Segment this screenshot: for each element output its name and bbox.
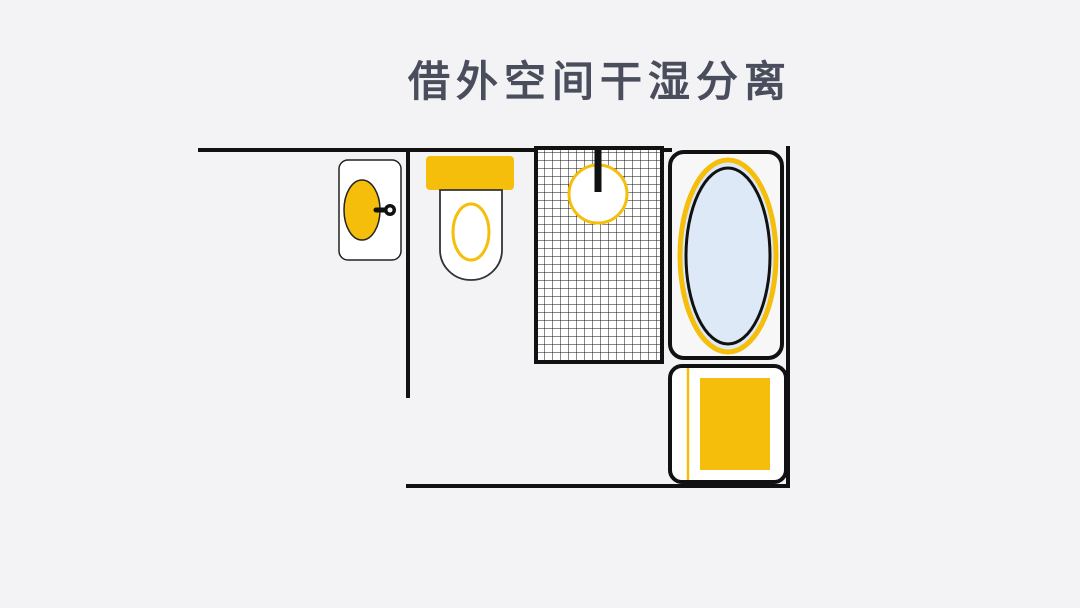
toilet-seat xyxy=(451,202,491,262)
cabinet-panel xyxy=(700,378,770,470)
shower-area xyxy=(534,146,664,364)
diagram-title: 借外空间干湿分离 xyxy=(407,57,792,106)
bathtub-basin xyxy=(677,157,779,355)
washbasin xyxy=(338,159,402,261)
toilet-tank xyxy=(426,156,514,190)
storage-cabinet xyxy=(668,364,788,484)
bathtub xyxy=(668,150,784,360)
toilet xyxy=(426,156,514,281)
